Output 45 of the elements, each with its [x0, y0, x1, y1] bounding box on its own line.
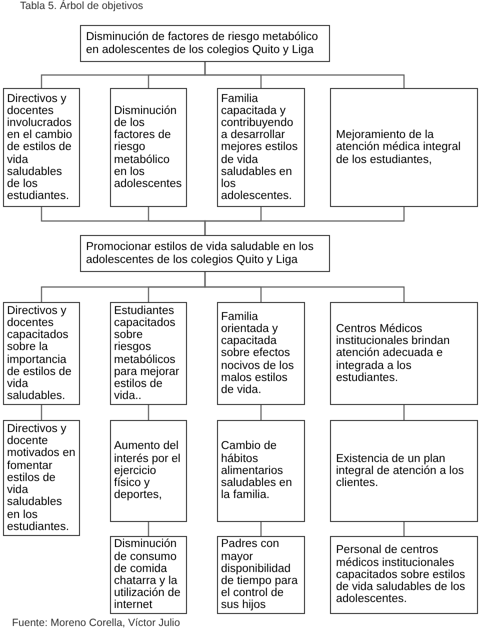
objective-text: Promocionar estilos de vida saludable en los adolescentes de los colegios Quito y Liga [86, 241, 315, 266]
objective-box [217, 88, 305, 207]
objective-text: Disminución de consumo de comida chatarra y la utilización de internet [114, 538, 182, 612]
objective-text: Directivos y docente motivados en fomentar estilos de vida saludables en los estudiantes. [7, 423, 76, 533]
objective-box [217, 420, 305, 522]
objective-box [217, 302, 305, 405]
objective-box [110, 420, 187, 522]
objective-box [110, 536, 187, 614]
objective-text: Estudiantes capacitados sobre riesgos metabólicos para mejorar estilos de vida.. [114, 304, 180, 402]
connector-line [148, 405, 150, 420]
objective-text: Padres con mayor disponibilidad de tiempo para el control de sus hijos [221, 538, 299, 612]
connector-line [403, 405, 405, 420]
objective-box [330, 302, 478, 405]
objective-text: Directivos y docentes involucrados en el cambio de estilos de vida saludables de los estudiantes. [7, 92, 74, 202]
objective-box [330, 536, 478, 614]
source-caption: Fuente: Moreno Corella, Víctor Julio [12, 617, 180, 629]
objective-box [80, 235, 330, 272]
connector-line [40, 405, 42, 420]
objective-box [3, 302, 80, 405]
objective-box [110, 88, 187, 207]
connector-line [204, 62, 405, 88]
connector-line [403, 522, 405, 536]
objective-text: Directivos y docentes capacitados sobre la importancia de estilos de vida saludables. [7, 304, 73, 402]
objective-box [330, 420, 478, 522]
objective-text: Disminución de factores de riesgo metabólico en adolescentes de los colegios Quito y Liga [86, 31, 320, 56]
connector-line [260, 522, 262, 536]
objective-box [110, 302, 187, 405]
objective-box [3, 88, 80, 207]
objective-text: Familia orientada y capacitada sobre efectos nocivos de los malos estilos de vida. [221, 310, 295, 396]
connector-line [148, 522, 150, 536]
objective-text: Existencia de un plan integral de atención a los clientes. [336, 452, 465, 490]
table-title: Tabla 5. Árbol de objetivos [20, 0, 144, 12]
objective-text: Personal de centros médicos institucionales capacitados sobre estilos de vida saludables de los adolescentes. [336, 544, 466, 606]
objective-text: Centros Médicos institucionales brindan atención adecuada e integrada a los estudiantes. [336, 322, 451, 384]
objective-text: Mejoramiento de la atención médica integral de los estudiantes, [336, 129, 462, 166]
objective-text: Disminución de los factores de riesgo metabólico en los adolescentes [114, 104, 183, 190]
objective-box [80, 25, 330, 62]
connector-line [204, 272, 405, 302]
objective-box [217, 536, 305, 614]
objective-text: Cambio de hábitos alimentarios saludables en la familia. [221, 440, 293, 502]
objective-box [330, 88, 478, 207]
connector-line [260, 405, 262, 420]
objective-text: Familia capacitada y contribuyendo a desarrollar mejores estilos de vida saludables en los adolescentes. [221, 92, 299, 202]
objective-text: Aumento del interés por el ejercicio físico y deportes, [114, 440, 182, 502]
connector-line [204, 207, 405, 235]
